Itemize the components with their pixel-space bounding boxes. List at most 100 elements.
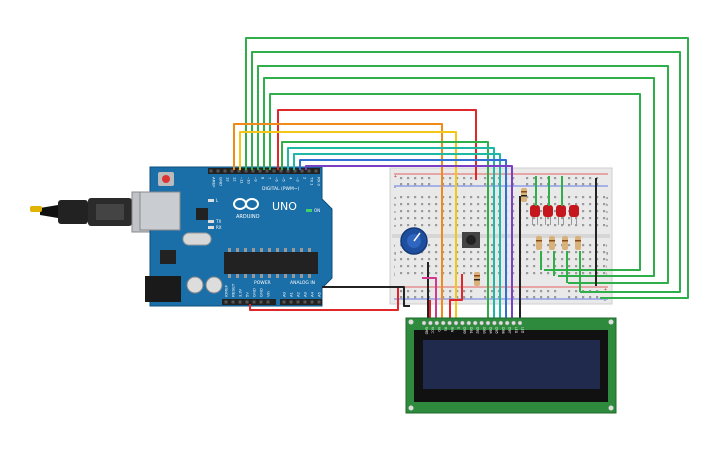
breadboard-hole[interactable]	[407, 272, 410, 275]
rail-hole[interactable]	[568, 183, 571, 186]
breadboard-hole[interactable]	[428, 196, 431, 199]
breadboard-hole[interactable]	[477, 196, 480, 199]
breadboard-hole[interactable]	[456, 196, 459, 199]
breadboard-hole[interactable]	[512, 203, 515, 206]
analog-pin-hole[interactable]	[310, 300, 314, 304]
breadboard-hole[interactable]	[435, 224, 438, 227]
breadboard-hole[interactable]	[512, 196, 515, 199]
lcd-pin[interactable]	[434, 320, 440, 326]
breadboard-hole[interactable]	[463, 258, 466, 261]
breadboard-hole[interactable]	[491, 203, 494, 206]
rail-hole[interactable]	[540, 290, 543, 293]
breadboard-hole[interactable]	[582, 196, 585, 199]
breadboard-hole[interactable]	[533, 251, 536, 254]
rail-hole[interactable]	[554, 296, 557, 299]
breadboard-hole[interactable]	[456, 210, 459, 213]
breadboard-hole[interactable]	[547, 224, 550, 227]
breadboard-hole[interactable]	[554, 224, 557, 227]
breadboard-hole[interactable]	[407, 210, 410, 213]
breadboard-hole[interactable]	[470, 258, 473, 261]
breadboard-hole[interactable]	[512, 210, 515, 213]
breadboard-hole[interactable]	[561, 265, 564, 268]
breadboard-hole[interactable]	[596, 244, 599, 247]
breadboard-hole[interactable]	[589, 217, 592, 220]
analog-pin-hole[interactable]	[289, 300, 293, 304]
breadboard-hole[interactable]	[561, 224, 564, 227]
rail-hole[interactable]	[568, 290, 571, 293]
rail-hole[interactable]	[407, 183, 410, 186]
analog-pin-hole[interactable]	[296, 300, 300, 304]
breadboard-hole[interactable]	[512, 251, 515, 254]
rail-hole[interactable]	[533, 290, 536, 293]
breadboard-hole[interactable]	[449, 251, 452, 254]
breadboard-hole[interactable]	[484, 272, 487, 275]
breadboard-hole[interactable]	[540, 224, 543, 227]
breadboard-hole[interactable]	[603, 210, 606, 213]
digital-pin-hole[interactable]	[258, 169, 262, 173]
lcd-pin[interactable]	[504, 320, 510, 326]
rail-hole[interactable]	[449, 296, 452, 299]
breadboard-hole[interactable]	[400, 224, 403, 227]
breadboard-hole[interactable]	[561, 258, 564, 261]
breadboard-hole[interactable]	[407, 224, 410, 227]
breadboard-hole[interactable]	[547, 217, 550, 220]
rail-hole[interactable]	[442, 177, 445, 180]
rail-hole[interactable]	[456, 290, 459, 293]
rail-hole[interactable]	[463, 290, 466, 293]
digital-pin-hole[interactable]	[237, 169, 241, 173]
breadboard-hole[interactable]	[526, 217, 529, 220]
breadboard-hole[interactable]	[470, 251, 473, 254]
breadboard-hole[interactable]	[596, 251, 599, 254]
breadboard-hole[interactable]	[400, 258, 403, 261]
breadboard-hole[interactable]	[484, 258, 487, 261]
rail-hole[interactable]	[512, 183, 515, 186]
breadboard-hole[interactable]	[603, 217, 606, 220]
breadboard-hole[interactable]	[547, 251, 550, 254]
rail-hole[interactable]	[491, 183, 494, 186]
breadboard-hole[interactable]	[491, 224, 494, 227]
rail-hole[interactable]	[449, 183, 452, 186]
breadboard-hole[interactable]	[470, 196, 473, 199]
breadboard-hole[interactable]	[442, 258, 445, 261]
breadboard-hole[interactable]	[512, 244, 515, 247]
breadboard-hole[interactable]	[407, 217, 410, 220]
breadboard-hole[interactable]	[533, 272, 536, 275]
rail-hole[interactable]	[428, 177, 431, 180]
rail-hole[interactable]	[442, 290, 445, 293]
breadboard-hole[interactable]	[428, 203, 431, 206]
breadboard-hole[interactable]	[414, 217, 417, 220]
rail-hole[interactable]	[421, 177, 424, 180]
rail-hole[interactable]	[575, 290, 578, 293]
breadboard-hole[interactable]	[554, 203, 557, 206]
breadboard-hole[interactable]	[568, 196, 571, 199]
breadboard-hole[interactable]	[575, 251, 578, 254]
breadboard-hole[interactable]	[463, 251, 466, 254]
breadboard-hole[interactable]	[421, 272, 424, 275]
rail-hole[interactable]	[428, 290, 431, 293]
breadboard-hole[interactable]	[428, 265, 431, 268]
breadboard-hole[interactable]	[526, 224, 529, 227]
breadboard-hole[interactable]	[554, 210, 557, 213]
breadboard-hole[interactable]	[456, 224, 459, 227]
lcd-pin[interactable]	[440, 320, 446, 326]
breadboard-hole[interactable]	[449, 224, 452, 227]
lcd-pin[interactable]	[472, 320, 478, 326]
breadboard-hole[interactable]	[568, 203, 571, 206]
breadboard-hole[interactable]	[400, 196, 403, 199]
breadboard-hole[interactable]	[533, 196, 536, 199]
breadboard-hole[interactable]	[582, 258, 585, 261]
breadboard-hole[interactable]	[491, 196, 494, 199]
breadboard-hole[interactable]	[596, 265, 599, 268]
breadboard-hole[interactable]	[477, 258, 480, 261]
breadboard-hole[interactable]	[470, 265, 473, 268]
breadboard-hole[interactable]	[582, 203, 585, 206]
breadboard-hole[interactable]	[435, 258, 438, 261]
rail-hole[interactable]	[407, 290, 410, 293]
breadboard-hole[interactable]	[554, 244, 557, 247]
breadboard-hole[interactable]	[533, 244, 536, 247]
rail-hole[interactable]	[463, 183, 466, 186]
breadboard-hole[interactable]	[603, 265, 606, 268]
breadboard-hole[interactable]	[533, 265, 536, 268]
breadboard-hole[interactable]	[589, 224, 592, 227]
breadboard-hole[interactable]	[596, 258, 599, 261]
